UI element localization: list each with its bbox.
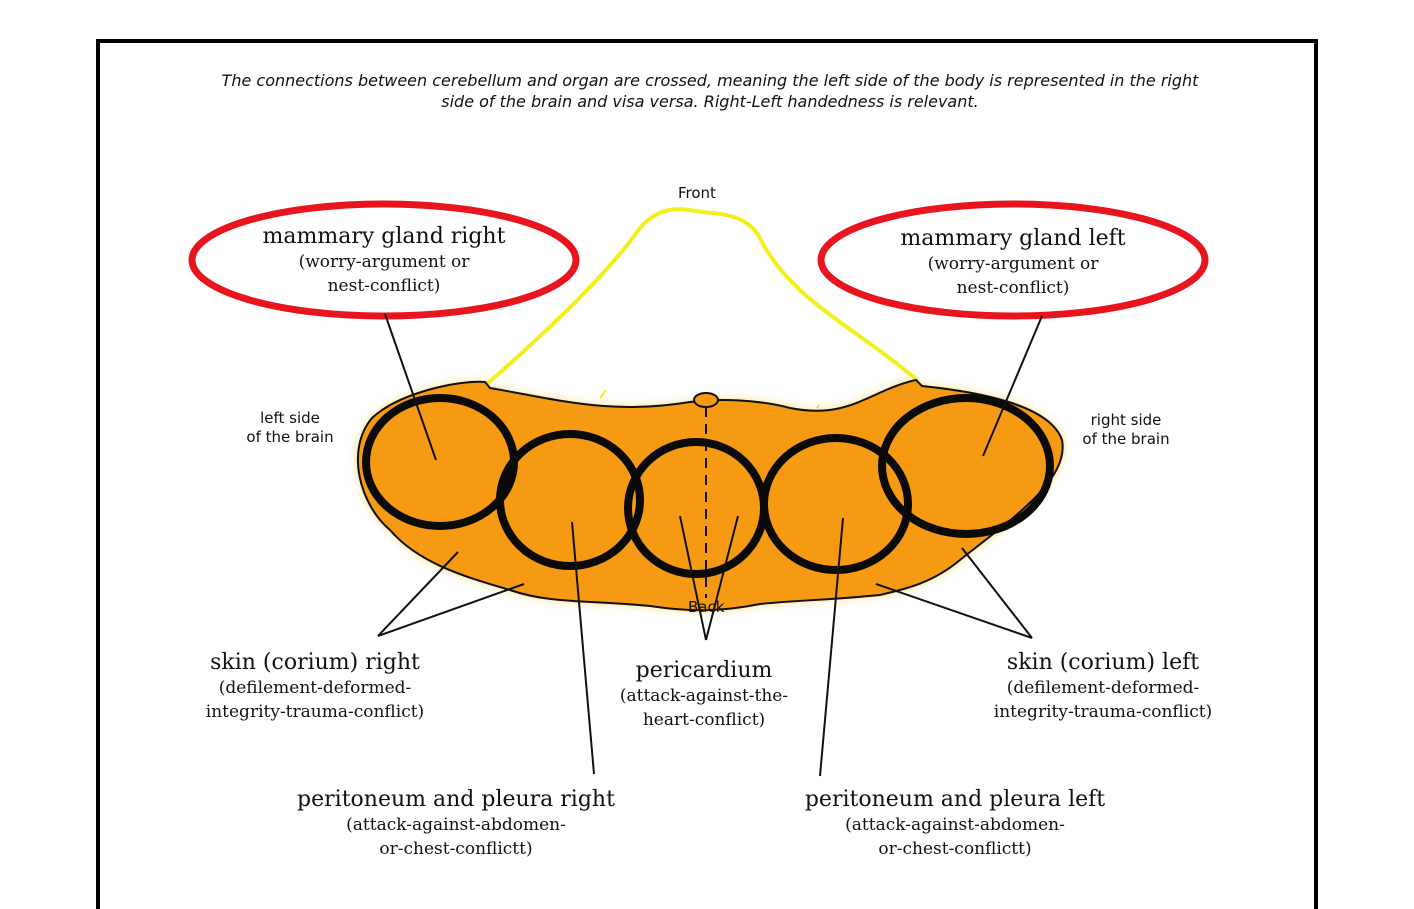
pointer-peritoneum-right xyxy=(571,521,595,775)
pointer-skin-left-b xyxy=(875,583,1033,639)
diagram-caption: The connections between cerebellum and o… xyxy=(140,70,1280,112)
skin-left-title: skin (corium) left xyxy=(1006,650,1200,675)
peritoneum-left-sub2: or-chest-conflictt) xyxy=(878,839,1032,859)
front-outline xyxy=(485,207,920,386)
stray-mark-left xyxy=(599,389,607,399)
peritoneum-right-title: peritoneum and pleura right xyxy=(297,787,615,812)
mammary-right-sub2: nest-conflict) xyxy=(327,276,441,296)
label-peritoneum-right: peritoneum and pleura right (attack-agai… xyxy=(256,787,656,861)
highlight-mammary-left xyxy=(817,200,1209,320)
right-side-line-1: right side xyxy=(1090,411,1162,429)
caption-line-1: The connections between cerebellum and o… xyxy=(221,71,1199,90)
peritoneum-right-sub2: or-chest-conflictt) xyxy=(379,839,533,859)
label-mammary-right: mammary gland right (worry-argument or n… xyxy=(214,224,554,298)
stray-mark-right xyxy=(816,404,820,409)
pointer-pericardium-a xyxy=(679,515,707,641)
ring-peritoneum-right xyxy=(496,430,644,570)
pointer-mammary-left xyxy=(982,315,1043,457)
pointer-skin-left-a xyxy=(961,547,1033,639)
label-pericardium: pericardium (attack-against-the- heart-c… xyxy=(576,658,832,732)
pointer-skin-right-a xyxy=(377,551,459,637)
label-skin-left: skin (corium) left (defilement-deformed-… xyxy=(948,650,1258,724)
mammary-left-title: mammary gland left xyxy=(900,226,1126,251)
ring-peritoneum-left xyxy=(760,434,912,574)
front-label: Front xyxy=(678,184,716,202)
peritoneum-left-sub1: (attack-against-abdomen- xyxy=(845,815,1065,835)
mammary-left-sub1: (worry-argument or xyxy=(927,254,1099,274)
highlight-mammary-right xyxy=(188,200,580,320)
label-peritoneum-left: peritoneum and pleura left (attack-again… xyxy=(760,787,1150,861)
label-mammary-left: mammary gland left (worry-argument or ne… xyxy=(843,226,1183,300)
mammary-left-sub2: nest-conflict) xyxy=(956,278,1070,298)
skin-right-sub2: integrity-trauma-conflict) xyxy=(205,702,425,722)
mammary-right-title: mammary gland right xyxy=(262,224,506,249)
back-label: Back xyxy=(688,598,725,616)
pointer-mammary-right xyxy=(384,313,437,461)
right-side-label: right side of the brain xyxy=(1066,411,1186,449)
skin-left-sub2: integrity-trauma-conflict) xyxy=(993,702,1213,722)
mammary-right-sub1: (worry-argument or xyxy=(298,252,470,272)
pericardium-sub1: (attack-against-the- xyxy=(619,686,789,706)
pointer-lines xyxy=(377,313,1043,777)
label-skin-right: skin (corium) right (defilement-deformed… xyxy=(160,650,470,724)
peritoneum-left-title: peritoneum and pleura left xyxy=(804,787,1106,812)
right-side-line-2: of the brain xyxy=(1082,430,1170,448)
left-side-line-2: of the brain xyxy=(246,428,334,446)
pointer-pericardium-b xyxy=(705,515,739,641)
cerebellum-knob xyxy=(693,392,719,408)
skin-right-sub1: (defilement-deformed- xyxy=(218,678,412,698)
ring-mammary-left xyxy=(878,394,1054,538)
caption-line-2: side of the brain and visa versa. Right-… xyxy=(441,92,979,111)
skin-left-sub1: (defilement-deformed- xyxy=(1006,678,1200,698)
pointer-peritoneum-left xyxy=(819,517,844,777)
pericardium-sub2: heart-conflict) xyxy=(642,710,766,730)
left-side-line-1: left side xyxy=(260,409,320,427)
peritoneum-right-sub1: (attack-against-abdomen- xyxy=(346,815,566,835)
pericardium-title: pericardium xyxy=(635,658,773,683)
skin-right-title: skin (corium) right xyxy=(210,650,420,675)
pointer-skin-right-b xyxy=(377,583,525,637)
left-side-label: left side of the brain xyxy=(230,409,350,447)
